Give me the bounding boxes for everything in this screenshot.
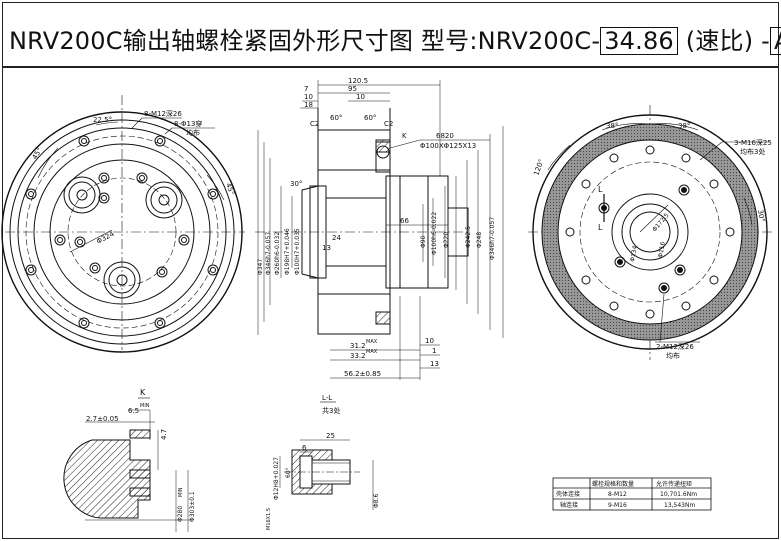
- front-view: [1, 95, 245, 353]
- detail-k-6-5: 6.5: [128, 407, 139, 415]
- detail-l: [279, 401, 374, 510]
- detail-k-4-7: 4.7: [160, 429, 168, 440]
- dim-7: 7: [304, 85, 308, 93]
- dim-31-2-max: MAX: [366, 339, 378, 345]
- right-dim-3: Φ242.5: [465, 226, 472, 248]
- title-middle: (速比) -: [685, 27, 770, 55]
- left-dim-0: Φ347: [257, 259, 264, 275]
- spec-table: [552, 477, 712, 511]
- section-view: [255, 80, 504, 380]
- left-dim-2: Φ260h6-0.032: [274, 232, 281, 275]
- rear-holes-top-even: 均布3处: [740, 147, 765, 156]
- front-angle-top: 22.5°: [93, 116, 112, 124]
- right-dim-1: Φ100h6-0.022: [431, 212, 438, 255]
- table-header-1: 螺栓规格和数量: [592, 480, 634, 488]
- angle-30: 30°: [290, 180, 302, 188]
- dim-1: 1: [432, 347, 436, 355]
- drawing-title: NRV200C输出轴螺栓紧固外形尺寸图 型号:NRV200C-34.86 (速比…: [9, 21, 781, 56]
- table-header-2: 允许传递扭矩: [656, 480, 692, 488]
- angle-60a: 60°: [330, 114, 342, 122]
- front-holes-thru: 8-Φ13穿: [174, 119, 202, 128]
- dim-33-2-max: MAX: [366, 349, 378, 355]
- detail-k-280-min: MIN: [178, 487, 184, 497]
- front-holes-top: 8-M12深26: [144, 109, 182, 118]
- detail-l-angle: 60°: [285, 467, 292, 478]
- detail-k-2-7: 2.7±0.05: [86, 415, 119, 423]
- rear-angle-120: 120°: [532, 158, 545, 177]
- rear-holes-bottom-even: 均布: [666, 351, 680, 360]
- detail-k: [63, 397, 192, 532]
- detail-k-labels: K 2.7±0.05 6.5 MIN 4.7 Φ280 MIN Φ303±0.1: [86, 388, 196, 522]
- variant-box: A: [769, 27, 781, 55]
- dim-13b: 13: [430, 360, 439, 368]
- bearing-number: 6820: [436, 132, 454, 140]
- right-dim-0: Φ90: [420, 235, 427, 248]
- table-cell-0-0: 壳体连接: [556, 490, 580, 498]
- rear-angle-38a: 38°: [606, 122, 618, 130]
- chamfer-c2a: C2: [310, 120, 319, 128]
- bearing-size: Φ100XΦ125X13: [420, 142, 476, 150]
- front-angle-right: 45°: [224, 182, 236, 196]
- dim-24: 24: [332, 234, 341, 242]
- table-cell-0-1: 8-M12: [608, 491, 627, 498]
- dim-66: 66: [400, 217, 409, 225]
- rear-angle-30: 30°: [756, 209, 766, 223]
- detail-l-12: Φ12H8+0.027: [273, 457, 280, 500]
- spec-table-text: 螺栓规格和数量 允许传递扭矩 壳体连接 8-M12 10,701.6Nm 轴连接…: [556, 480, 697, 509]
- title-prefix: NRV200C输出轴螺栓紧固外形尺寸图 型号:NRV200C-: [9, 27, 601, 55]
- rear-view: [528, 105, 775, 360]
- right-dim-5: Φ346h7-0.057: [489, 217, 496, 260]
- detail-l-8-6: Φ8.6: [373, 494, 380, 508]
- right-dim-4: Φ248: [476, 232, 483, 248]
- dim-120-5: 120.5: [348, 77, 368, 85]
- drawing-frame: [2, 67, 779, 539]
- dim-31-2: 31.2: [350, 342, 366, 350]
- table-cell-1-2: 13,543Nm: [664, 502, 695, 509]
- angle-60b: 60°: [364, 114, 376, 122]
- dim-10b: 10: [356, 93, 365, 101]
- table-cell-0-2: 10,701.6Nm: [660, 491, 697, 498]
- table-cell-1-1: 9-M16: [608, 502, 627, 509]
- detail-l-25: 25: [326, 432, 335, 440]
- dim-10a: 10: [304, 93, 313, 101]
- front-holes-even: 均布: [186, 128, 200, 137]
- front-angle-left: 45°: [31, 146, 44, 161]
- detail-l-6: 6: [302, 444, 307, 452]
- section-view-labels: 120.5 95 7 10 10 18 C2 C2 60° 60° K 6820…: [257, 77, 496, 378]
- front-view-labels: 22.5° 45° 45° 8-M12深26 8-Φ13穿 均布 Φ324: [31, 109, 236, 246]
- dim-95: 95: [348, 85, 357, 93]
- dim-10c: 10: [425, 337, 434, 345]
- left-dim-3: Φ198H7+0.046: [284, 228, 291, 275]
- dim-18: 18: [304, 101, 313, 109]
- dim-33-2: 33.2: [350, 352, 366, 360]
- table-cell-1-0: 轴连接: [560, 501, 578, 509]
- right-dim-2: Φ220: [443, 232, 450, 248]
- rear-label-l-top: L: [598, 185, 603, 194]
- detail-k-min: MIN: [140, 403, 150, 409]
- rear-holes-top: 3-M16深25: [734, 138, 772, 147]
- rear-d-134: Φ134: [629, 245, 639, 262]
- title-bar: NRV200C输出轴螺栓紧固外形尺寸图 型号:NRV200C-34.86 (速比…: [2, 2, 781, 68]
- rear-label-l-bottom: L: [598, 223, 603, 232]
- dim-56-2: 56.2±0.85: [344, 370, 381, 378]
- detail-l-thread: M16X1.5: [266, 508, 272, 530]
- rear-angle-38b: 38°: [678, 122, 690, 130]
- detail-l-labels: L-L 共3处 25 6 Φ12H8+0.027 60° Φ8.6 M16X1.…: [266, 394, 380, 530]
- detail-k-303: Φ303±0.1: [189, 491, 196, 522]
- ratio-box: 34.86: [600, 27, 678, 55]
- dim-13: 13: [322, 244, 331, 252]
- left-dim-1: Φ346h7-0.057: [265, 232, 272, 275]
- chamfer-c2b: C2: [384, 120, 393, 128]
- detail-k-label: K: [140, 388, 146, 397]
- left-dim-4: Φ100H7+0.035: [294, 228, 301, 275]
- rear-d-116: Φ116: [657, 241, 667, 258]
- detail-l-label: L-L: [322, 394, 332, 402]
- detail-l-sub: 共3处: [322, 406, 340, 415]
- rear-holes-bottom: 2-M12深26: [656, 342, 694, 351]
- detail-k-280: Φ280: [177, 506, 184, 522]
- section-label-k: K: [402, 132, 407, 140]
